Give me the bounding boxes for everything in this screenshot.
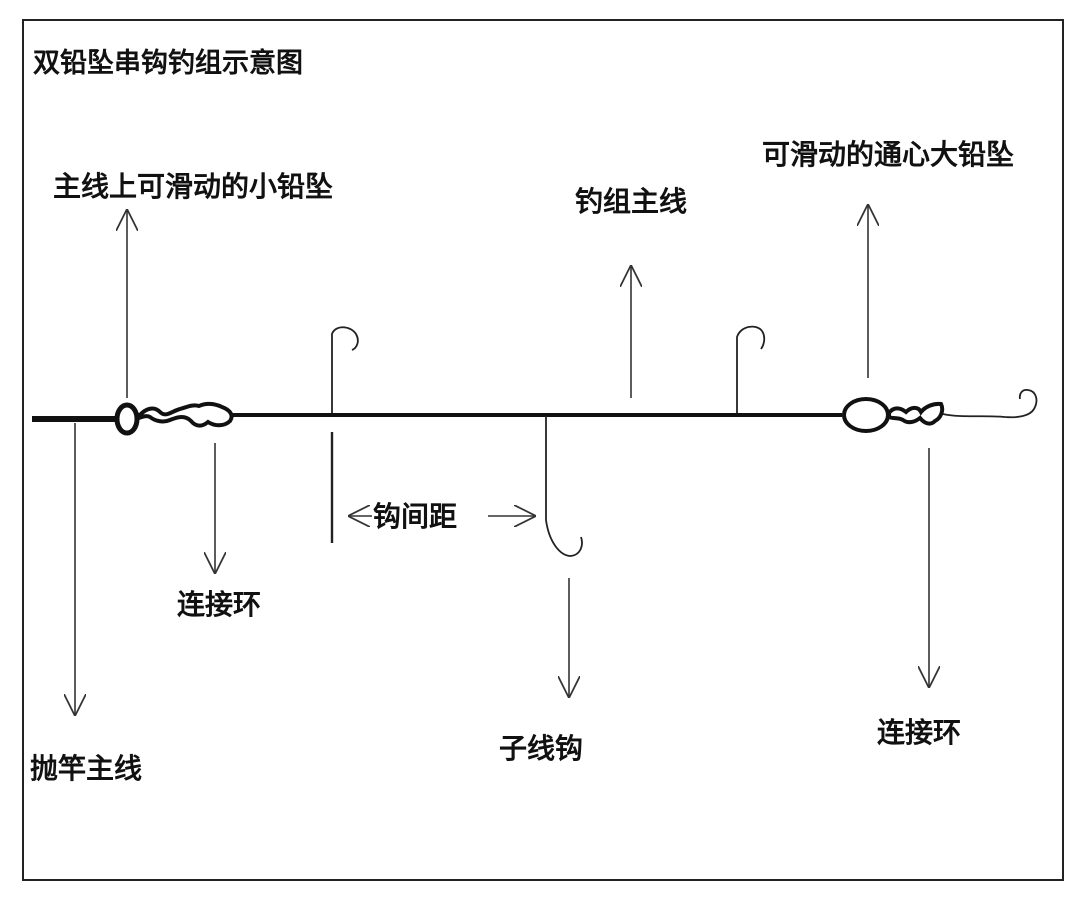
diagram-title: 双铅坠串钩钓组示意图: [33, 47, 303, 79]
label-rig-main-line: 钓组主线: [575, 185, 687, 218]
branch-hook-upper-1: [331, 326, 359, 413]
swivel-right: [887, 401, 945, 426]
leader-line: [942, 388, 1038, 419]
small-sinker: [114, 402, 140, 436]
large-sinker: [842, 397, 890, 433]
label-hook-spacing: 钩间距: [373, 500, 457, 533]
label-swivel-left: 连接环: [177, 588, 261, 621]
label-branch-hook: 子线钩: [499, 732, 583, 765]
swivel-left: [137, 401, 234, 428]
label-large-sinker: 可滑动的通心大铅坠: [762, 138, 1014, 171]
label-small-sinker: 主线上可滑动的小铅坠: [53, 170, 333, 203]
label-swivel-right: 连接环: [877, 716, 961, 749]
branch-hook-lower: [545, 416, 583, 557]
diagram-frame: [22, 19, 1064, 881]
branch-hook-upper-2: [736, 325, 766, 413]
label-casting-line: 抛竿主线: [30, 752, 142, 785]
